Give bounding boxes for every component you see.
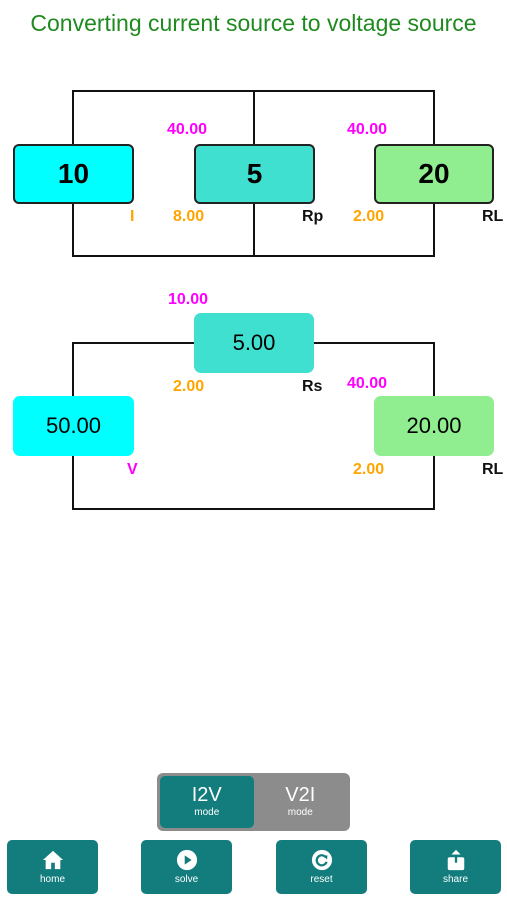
rp-input[interactable]: 5	[194, 144, 315, 204]
rp-value: 5	[246, 158, 263, 189]
rl2-power-readout: 40.00	[347, 375, 388, 392]
rs-input[interactable]: 5.00	[194, 313, 314, 373]
home-button[interactable]: home	[7, 840, 98, 894]
voltage-source-label: V	[127, 461, 138, 478]
mode-toggle: I2V mode V2I mode	[157, 773, 350, 831]
current-source-label: I	[130, 208, 135, 225]
rp-label: Rp	[302, 208, 324, 225]
rl2-value: 20.00	[406, 413, 462, 438]
share-icon	[447, 849, 464, 871]
reset-icon	[311, 849, 332, 871]
home-icon	[42, 850, 63, 870]
mode-i2v-button[interactable]: I2V mode	[160, 776, 254, 828]
voltage-source-input[interactable]: 50.00	[13, 396, 134, 456]
solve-label: solve	[174, 874, 199, 885]
rs-current-readout: 2.00	[173, 378, 205, 395]
share-button[interactable]: share	[410, 840, 501, 894]
rs-value: 5.00	[232, 330, 276, 355]
rp-current-readout: 8.00	[173, 208, 205, 225]
share-label: share	[442, 874, 468, 885]
rl-input[interactable]: 20	[374, 144, 494, 204]
voltage-source-value: 50.00	[45, 413, 102, 438]
rl-power-readout: 40.00	[347, 121, 388, 138]
mode-v2i-button[interactable]: V2I mode	[254, 776, 348, 828]
rl-label: RL	[482, 208, 504, 225]
rl-value: 20	[418, 158, 450, 189]
home-label: home	[39, 874, 65, 885]
mode-i2v-sublabel: mode	[194, 807, 220, 818]
solve-button[interactable]: solve	[141, 840, 232, 894]
rl2-label: RL	[482, 461, 504, 478]
mode-v2i-label: V2I	[285, 784, 316, 806]
play-icon	[176, 849, 197, 871]
reset-button[interactable]: reset	[276, 840, 367, 894]
reset-label: reset	[310, 874, 333, 885]
page-title: Converting current source to voltage sou…	[30, 10, 477, 36]
current-source-value: 10	[57, 158, 90, 189]
wire	[72, 508, 435, 510]
rs-label: Rs	[302, 378, 323, 395]
mode-v2i-sublabel: mode	[287, 807, 313, 818]
rl2-input[interactable]: 20.00	[374, 396, 494, 456]
rp-power-readout: 40.00	[167, 121, 208, 138]
rl-current-readout: 2.00	[353, 208, 385, 225]
current-source-input[interactable]: 10	[13, 144, 134, 204]
mode-i2v-label: I2V	[191, 784, 222, 806]
rs-power-readout: 10.00	[168, 291, 209, 308]
rl2-current-readout: 2.00	[353, 461, 385, 478]
